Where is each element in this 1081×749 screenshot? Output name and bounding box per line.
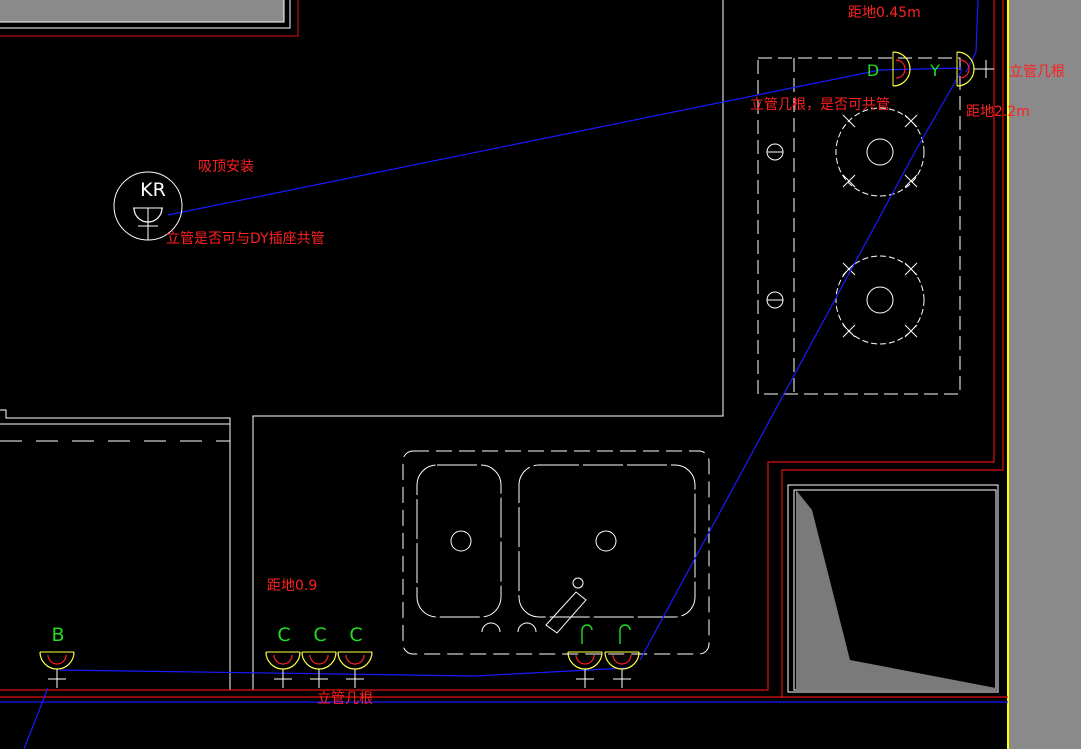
annotation-riser-count-bottom: 立管几根 xyxy=(317,691,373,707)
socket-sink-2[interactable] xyxy=(604,624,640,688)
top-left-cabinet xyxy=(0,0,299,37)
wiring xyxy=(23,0,979,749)
annotation-ceiling-mount: 吸顶安装 xyxy=(198,159,254,175)
y-label: Y xyxy=(929,61,940,80)
annotation-riser-count-right: 立管几根 xyxy=(1009,64,1065,80)
kr-ceiling-socket[interactable]: KR xyxy=(113,171,183,241)
c-label-1: C xyxy=(277,624,290,646)
socket-sink-1[interactable] xyxy=(567,624,603,688)
socket-c-3[interactable]: C xyxy=(337,624,373,688)
burner-bottom xyxy=(835,255,925,345)
socket-c-2[interactable]: C xyxy=(301,624,337,688)
annotation-riser-share-dy: 立管是否可与DY插座共管 xyxy=(166,231,325,247)
socket-y-top[interactable]: Y xyxy=(929,51,994,87)
socket-c-1[interactable]: C xyxy=(265,624,301,688)
socket-d-top[interactable]: D xyxy=(867,51,911,87)
kr-label: KR xyxy=(140,179,166,201)
annotation-height-045: 距地0.45m xyxy=(848,5,921,21)
annotation-height-22: 距地2.2m xyxy=(966,104,1030,120)
c-label-3: C xyxy=(349,624,362,646)
side-panel xyxy=(1009,0,1081,749)
b-label: B xyxy=(51,624,64,646)
c-label-2: C xyxy=(313,624,326,646)
gas-stove xyxy=(757,57,961,395)
burner-top xyxy=(835,107,925,197)
annotation-riser-count-share: 立管几根，是否可共管 xyxy=(750,97,890,113)
annotation-height-09: 距地0.9 xyxy=(267,578,317,594)
double-sink xyxy=(402,450,710,655)
wall-lines xyxy=(0,0,724,690)
red-contours xyxy=(0,0,1008,698)
socket-b[interactable]: B xyxy=(39,624,75,688)
appliance-hatch xyxy=(787,484,999,693)
d-label: D xyxy=(867,61,879,80)
